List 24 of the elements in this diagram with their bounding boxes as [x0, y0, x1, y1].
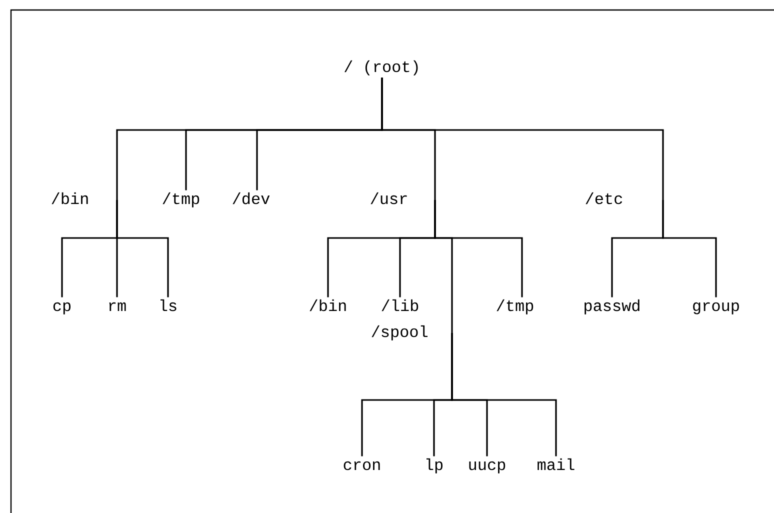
directory-label: /spool — [372, 325, 428, 340]
directory-label: / (root) — [344, 60, 418, 76]
directory-label: /etc — [586, 192, 622, 204]
directory-label: /usr — [370, 192, 407, 204]
file-label: ls — [160, 299, 176, 312]
file-label: passwd — [584, 299, 640, 314]
file-label: cp — [53, 302, 71, 314]
file-label: rm — [109, 302, 126, 311]
tree-connector — [381, 78, 664, 200]
file-label: uucp — [469, 461, 506, 474]
tree-connector — [451, 333, 557, 456]
directory-label: /lib — [382, 299, 418, 312]
tree-connector — [434, 200, 523, 298]
file-label: lp — [426, 458, 443, 474]
file-label: cron — [344, 461, 380, 470]
directory-label: /tmp — [162, 192, 200, 208]
directory-label: /bin — [310, 299, 346, 312]
directory-label: /tmp — [496, 299, 534, 314]
tree-connector — [662, 200, 717, 298]
directory-label: /dev — [232, 192, 270, 204]
directory-label: /bin — [52, 192, 88, 204]
file-label: group — [693, 302, 739, 314]
tree-connector — [116, 200, 169, 298]
file-label: mail — [538, 458, 574, 470]
